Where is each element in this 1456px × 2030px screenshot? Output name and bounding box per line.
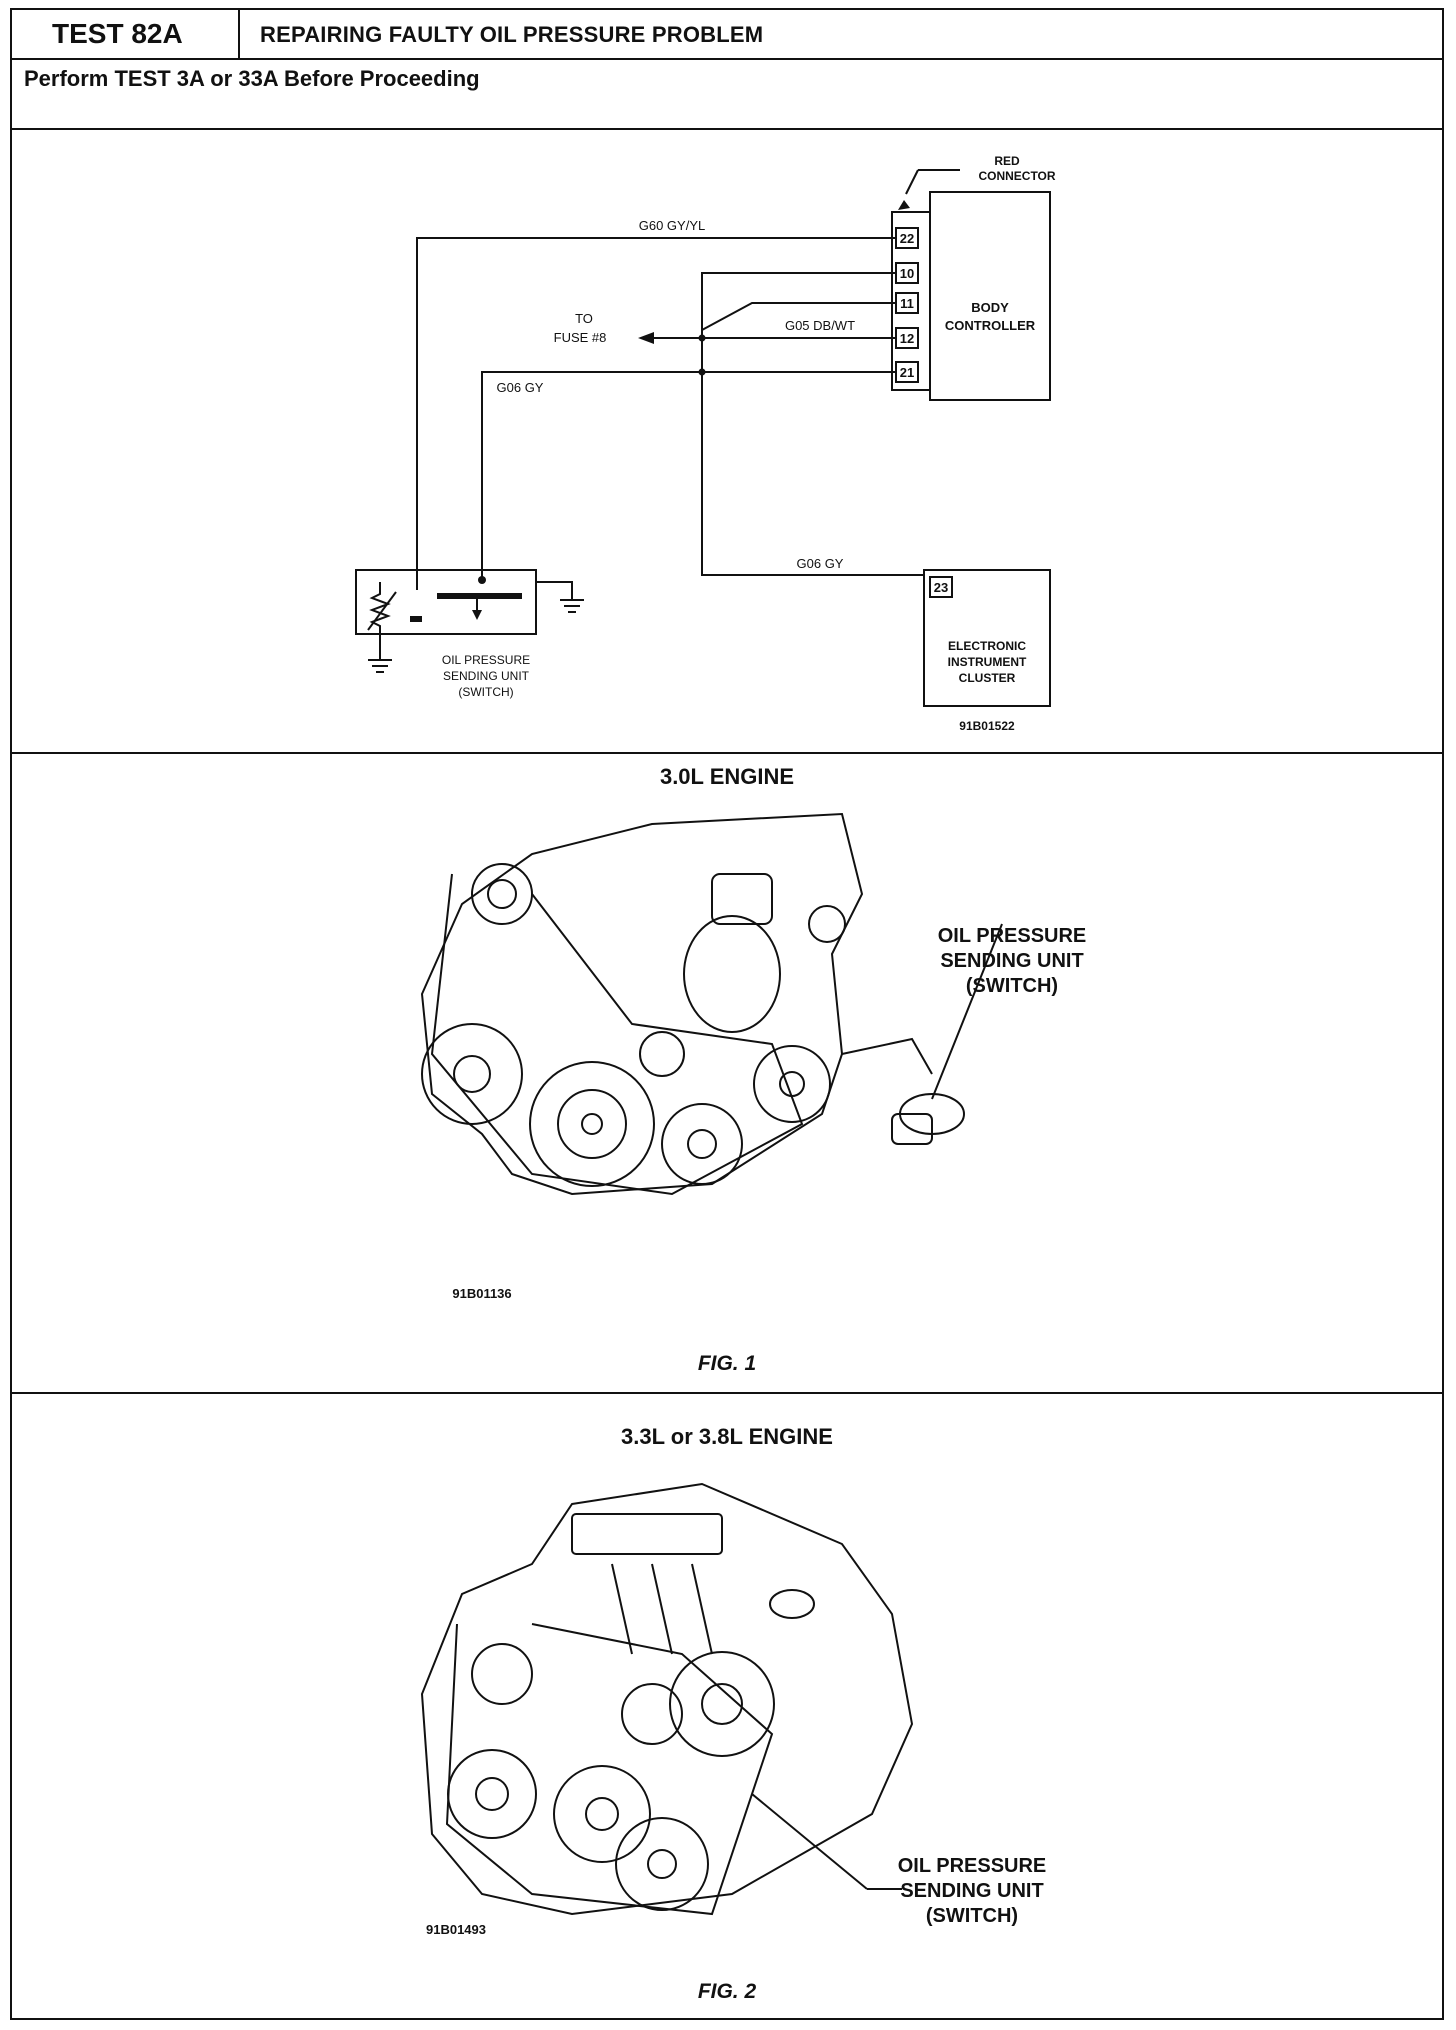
oil-pressure-sender-box	[355, 569, 537, 635]
test-page: TEST 82A REPAIRING FAULTY OIL PRESSURE P…	[10, 8, 1444, 2020]
cluster-label-3: CLUSTER	[959, 671, 1016, 685]
instrument-cluster-box	[923, 569, 1051, 707]
red-connector-block	[891, 211, 931, 391]
wire-g05-label: G05 DB/WT	[785, 318, 855, 333]
connector-label-1: RED	[994, 154, 1020, 168]
engine-1-callout-2: SENDING UNIT	[940, 950, 1084, 972]
connector-label-2: CONNECTOR	[978, 169, 1055, 183]
wire-g06-bottom-label: G06 GY	[797, 556, 844, 571]
cluster-label-2: INSTRUMENT	[948, 655, 1027, 669]
body-controller-label-2: CONTROLLER	[945, 318, 1036, 333]
engine-1-illustration: 91B01136	[420, 812, 1003, 1301]
engine-2-panel: 3.3L or 3.8L ENGINE	[12, 1394, 1442, 2018]
diagram-code: 91B01522	[959, 719, 1015, 733]
engine-2-callout: OIL PRESSURE SENDING UNIT (SWITCH)	[852, 1854, 1092, 1929]
test-id: TEST 82A	[12, 10, 240, 58]
engine-1-callout-3: (SWITCH)	[965, 975, 1059, 997]
engine-1-code: 91B01136	[452, 1286, 511, 1301]
figure-1-label: FIG. 1	[697, 1352, 757, 1375]
engine-2-callout-3: (SWITCH)	[925, 1905, 1019, 1927]
prerequisite-row: Perform TEST 3A or 33A Before Proceeding	[12, 60, 1442, 130]
engine-2-code: 91B01493	[426, 1922, 486, 1937]
engine-1-callout: OIL PRESSURE SENDING UNIT (SWITCH)	[892, 924, 1132, 999]
engine-2-callout-1: OIL PRESSURE	[897, 1855, 1047, 1877]
wiring-diagram-panel: RED CONNECTOR BODY CONTROLLER 22 10 11 1…	[12, 130, 1442, 754]
engine-1-panel: 3.0L ENGINE	[12, 754, 1442, 1394]
cluster-label-1: ELECTRONIC	[948, 639, 1026, 653]
fuse-label-1: TO	[575, 311, 593, 326]
body-controller-label-1: BODY	[971, 300, 1009, 315]
cluster-pin-label: 23	[934, 580, 948, 595]
pin-label: 11	[900, 296, 914, 311]
pin-label: 12	[900, 331, 914, 346]
pin-label: 21	[900, 365, 914, 380]
sender-label-3: (SWITCH)	[458, 685, 513, 699]
sender-label-2: SENDING UNIT	[443, 669, 530, 683]
fuse-label-2: FUSE #8	[554, 330, 607, 345]
engine-1-callout-1: OIL PRESSURE	[937, 925, 1087, 947]
wire-g60-label: G60 GY/YL	[639, 218, 705, 233]
wiring-diagram: RED CONNECTOR BODY CONTROLLER 22 10 11 1…	[355, 154, 1056, 733]
wire-g06-top-label: G06 GY	[497, 380, 544, 395]
engine-2-caption: 3.3L or 3.8L ENGINE	[621, 1424, 833, 1449]
body-controller-box	[929, 191, 1051, 401]
test-title: REPAIRING FAULTY OIL PRESSURE PROBLEM	[260, 22, 764, 47]
pin-label: 22	[900, 231, 914, 246]
engine-1-caption: 3.0L ENGINE	[659, 764, 795, 789]
figure-2-label: FIG. 2	[697, 1980, 757, 2003]
pin-label: 10	[900, 266, 914, 281]
sender-label-1: OIL PRESSURE	[442, 653, 530, 667]
header-row: TEST 82A REPAIRING FAULTY OIL PRESSURE P…	[12, 10, 1442, 60]
prerequisite-text: Perform TEST 3A or 33A Before Proceeding	[24, 66, 480, 91]
engine-2-illustration: 91B01493	[420, 1482, 914, 1937]
engine-2-callout-2: SENDING UNIT	[900, 1880, 1044, 1902]
